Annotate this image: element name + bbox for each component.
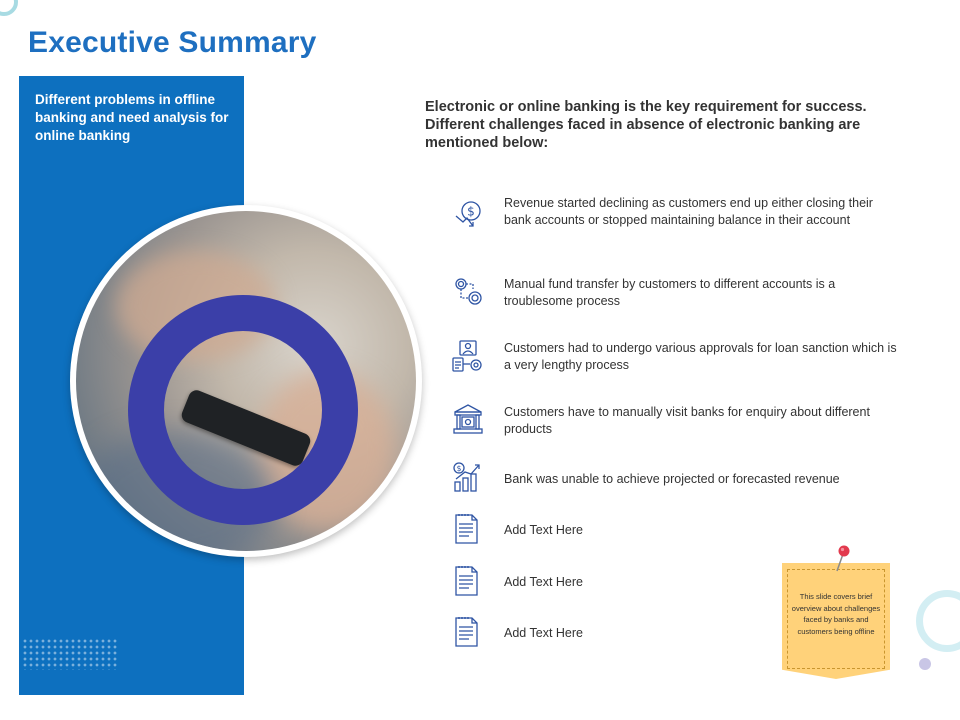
banking-photo [70,205,422,557]
intro-text: Electronic or online banking is the key … [425,99,867,151]
svg-text:$: $ [457,464,462,473]
revenue-decline-icon: $ [451,198,485,232]
loan-approval-icon [451,339,485,373]
sticky-note: This slide covers brief overview about c… [782,563,890,679]
decorative-ring-overlay [128,295,358,525]
document-icon [451,564,485,598]
list-item-text: Manual fund transfer by customers to dif… [504,277,836,308]
svg-text:$: $ [467,205,475,219]
decorative-ring [916,590,960,652]
list-item-text: Bank was unable to achieve projected or … [504,472,840,486]
document-icon [451,512,485,546]
list-item-text: Customers had to undergo various approva… [504,341,897,372]
list-item-text: Add Text Here [504,626,583,640]
revenue-chart-icon: $ [451,460,485,494]
sticky-note-text: This slide covers brief overview about c… [791,592,881,636]
sticky-note-border [787,569,885,669]
bank-building-icon [451,402,485,436]
fund-transfer-icon [451,275,485,309]
list-item-text: Add Text Here [504,523,583,537]
decorative-dot-grid [22,638,117,670]
sticky-note-background [782,563,890,679]
decorative-dot [919,658,931,670]
page-title: Executive Summary [28,26,317,59]
list-item-text: Add Text Here [504,575,583,589]
sidebar-heading: Different problems in offline banking an… [35,92,229,143]
decorative-ring [0,0,18,16]
push-pin-icon [833,544,853,574]
document-icon [451,615,485,649]
list-item-text: Revenue started declining as customers e… [504,196,873,227]
list-item-text: Customers have to manually visit banks f… [504,405,870,436]
